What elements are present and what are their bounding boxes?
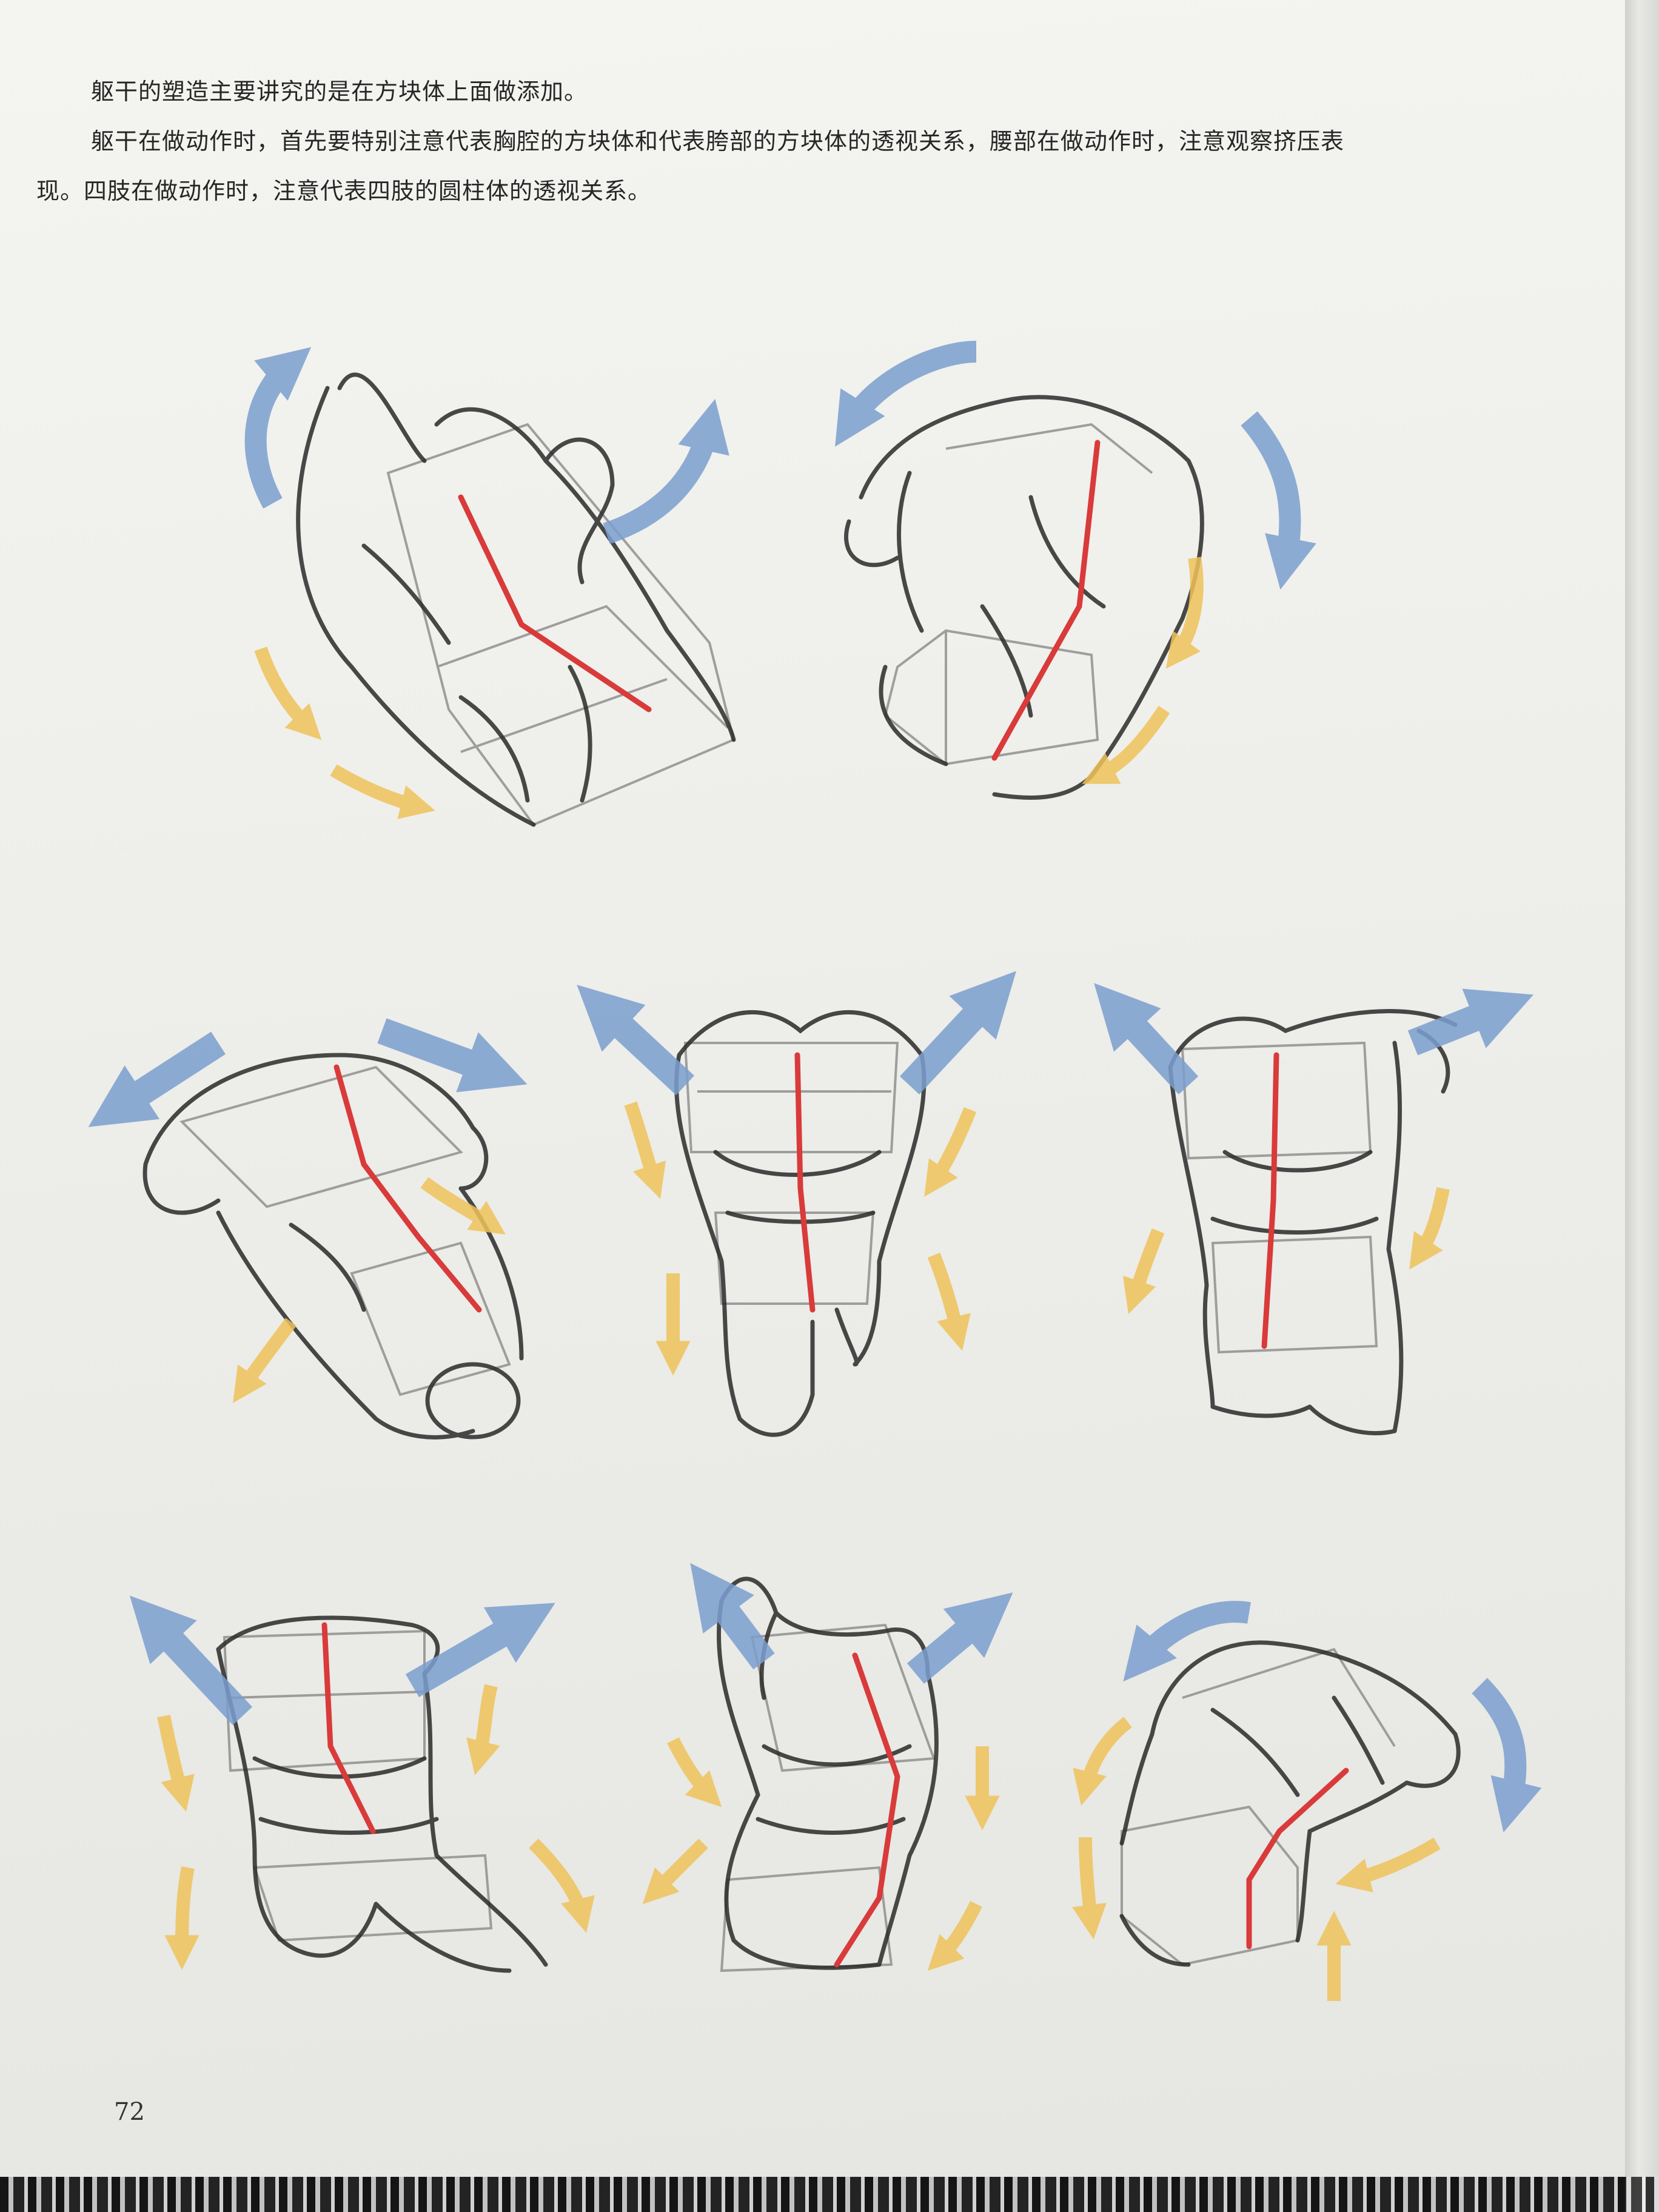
body-text: 躯干的塑造主要讲究的是在方块体上面做添加。 躯干在做动作时，首先要特别注意代表胸… xyxy=(36,67,1492,216)
compress-arrow xyxy=(1409,1187,1450,1270)
center-line xyxy=(458,494,652,712)
compress-arrow xyxy=(624,1101,666,1199)
stretch-arrow xyxy=(1123,1601,1251,1682)
compress-arrow xyxy=(667,1737,722,1808)
stretch-arrow xyxy=(1472,1678,1542,1832)
background-strip xyxy=(0,2177,1659,2212)
compress-arrow xyxy=(1072,1837,1107,1940)
stretch-arrow xyxy=(244,347,312,509)
torso-figure-2 xyxy=(835,341,1316,800)
compress-arrow xyxy=(1082,705,1170,784)
torso-figure-4 xyxy=(577,971,1017,1437)
stretch-arrow xyxy=(603,398,729,545)
compress-arrow xyxy=(420,1177,506,1235)
stretch-arrow xyxy=(690,1563,775,1670)
stretch-arrow xyxy=(1407,988,1534,1056)
center-line xyxy=(333,1064,482,1313)
compress-arrow xyxy=(927,1901,982,1971)
stretch-arrow xyxy=(88,1031,226,1127)
center-line xyxy=(1261,1052,1279,1349)
stretch-arrow xyxy=(899,971,1017,1095)
stretch-arrow xyxy=(129,1595,253,1726)
compress-arrow xyxy=(642,1838,708,1905)
compress-arrow xyxy=(927,1252,971,1351)
compress-arrow xyxy=(1122,1228,1165,1315)
torso-figure-8 xyxy=(1072,1601,1542,2002)
compress-arrow xyxy=(529,1838,595,1933)
center-line xyxy=(794,1052,816,1313)
compress-arrow xyxy=(466,1684,500,1775)
compress-arrow xyxy=(1073,1717,1132,1806)
stretch-arrow xyxy=(377,1018,528,1093)
stretch-arrow xyxy=(907,1592,1013,1684)
page-edge xyxy=(1625,0,1659,2212)
compress-arrow xyxy=(254,646,322,740)
compress-arrow xyxy=(233,1318,297,1403)
page-number: 72 xyxy=(114,2098,145,2126)
compress-arrow xyxy=(330,764,435,819)
torso-figure-1 xyxy=(244,347,736,827)
stretch-arrow xyxy=(577,985,694,1096)
compress-arrow xyxy=(1165,557,1204,669)
stretch-arrow xyxy=(405,1603,555,1698)
book-page: 躯干的塑造主要讲究的是在方块体上面做添加。 躯干在做动作时，首先要特别注意代表胸… xyxy=(0,0,1625,2177)
torso-illustrations xyxy=(88,341,1542,2002)
text-line-2: 躯干在做动作时，首先要特别注意代表胸腔的方块体和代表胯部的方块体的透视关系，腰部… xyxy=(91,128,1345,155)
compress-arrow xyxy=(157,1714,195,1812)
stretch-arrow xyxy=(1094,983,1199,1094)
torso-figure-5 xyxy=(1094,983,1534,1436)
torso-figure-7 xyxy=(642,1563,1013,1972)
text-line-3: 现。四肢在做动作时，注意代表四肢的圆柱体的透视关系。 xyxy=(36,178,652,204)
torso-figure-3 xyxy=(88,1018,528,1439)
compress-arrow xyxy=(164,1866,199,1970)
stretch-arrow xyxy=(835,341,977,447)
text-line-1: 躯干的塑造主要讲究的是在方块体上面做添加。 xyxy=(91,78,588,105)
stretch-arrow xyxy=(1241,411,1316,590)
compress-arrow xyxy=(1335,1837,1441,1892)
torso-figure-6 xyxy=(129,1595,595,1973)
center-line xyxy=(834,1652,900,1968)
center-line xyxy=(991,440,1101,761)
center-line xyxy=(1246,1768,1349,1949)
compress-arrow xyxy=(924,1107,977,1197)
center-line xyxy=(321,1622,376,1834)
